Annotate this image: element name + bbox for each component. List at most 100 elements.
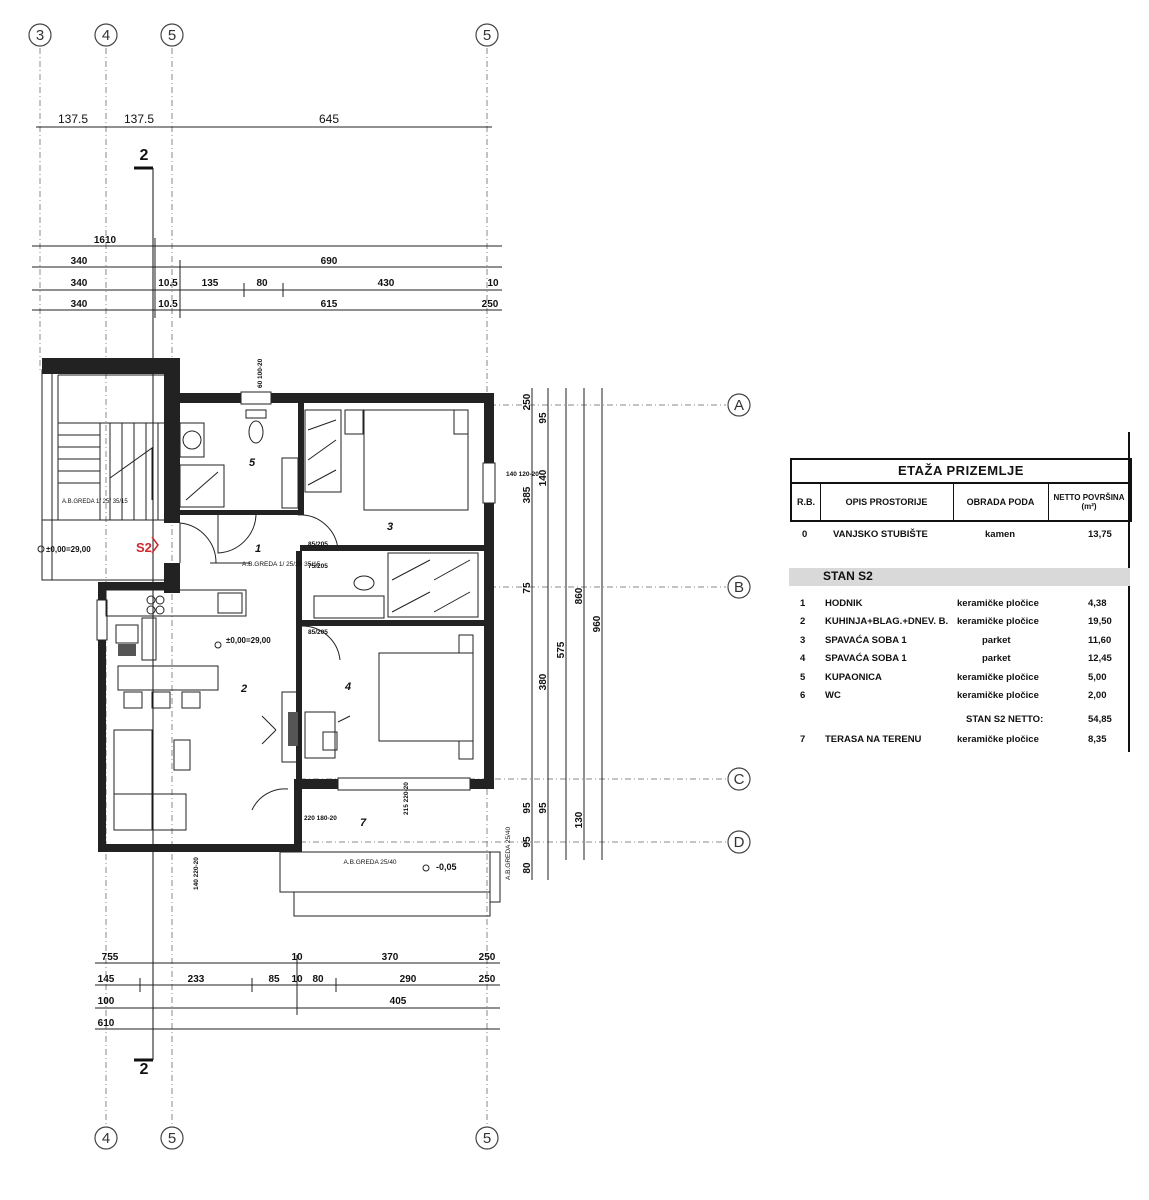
beam-hall-label: A.B.GREDA 1/ 25/20 35/15 (242, 561, 321, 568)
room-number-3: 3 (387, 521, 393, 533)
row-6-area: 2,00 (1088, 690, 1107, 701)
axis-right-b: B (734, 579, 744, 596)
dim-right-3: 385 (522, 486, 533, 503)
section-mark-bottom: 2 (140, 1061, 149, 1078)
dim-bot-r2-1: 233 (188, 974, 205, 985)
terrace: A.B.GREDA 25/40 -0,05 A.B.GREDA 25/40 (279, 827, 512, 917)
dim-bot-r2-0: 145 (98, 974, 115, 985)
room-number-7: 7 (360, 817, 367, 829)
beam-stair-label: A.B.GREDA 1/ 25/ 35/15 (62, 499, 128, 505)
netto-value: 54,85 (1088, 714, 1112, 725)
axis-top-4: 4 (102, 27, 110, 44)
header-rb: R.B. (792, 484, 821, 520)
dim-bot-r2-4: 80 (312, 974, 324, 985)
row-1-finish: keramičke pločice (957, 598, 1039, 609)
dim-top-r3-0: 340 (71, 278, 88, 289)
dim-top-r4-0: 340 (71, 299, 88, 310)
row-4-finish: parket (982, 653, 1011, 664)
row-7-area: 8,35 (1088, 734, 1107, 745)
axis-bottom-5b: 5 (483, 1130, 491, 1147)
axis-bottom-4: 4 (102, 1130, 110, 1147)
row-2-area: 19,50 (1088, 616, 1112, 627)
dim-bot-r3-0: 100 (98, 996, 115, 1007)
dim-right-12: 130 (574, 811, 585, 828)
row-4-area: 12,45 (1088, 653, 1112, 664)
exterior-staircase: A.B.GREDA 1/ 25/ 35/15 ±0,00=29,00 S2 (37, 358, 180, 581)
living-furniture (105, 589, 351, 831)
table-title: ETAŽA PRIZEMLJE (790, 458, 1132, 483)
row-5-area: 5,00 (1088, 672, 1107, 683)
level-terrace-label: -0,05 (436, 862, 457, 872)
dim-bot-r2-5: 290 (400, 974, 417, 985)
dim-right-13: 80 (522, 862, 533, 874)
row-7-name: TERASA NA TERENU (825, 734, 922, 745)
building-walls (96, 391, 496, 852)
section-band: STAN S2 (789, 568, 1130, 586)
row-6-name: WC (825, 690, 841, 701)
row-5-rb: 5 (800, 672, 806, 683)
room-numbers: 1 2 3 4 5 7 (240, 457, 393, 829)
dim-bot-r4-0: 610 (98, 1018, 115, 1029)
dim-right-9: 95 (522, 802, 533, 814)
window-label-a: 60 100-20 (257, 358, 264, 388)
table-right-rule (1128, 432, 1130, 752)
row-4-rb: 4 (800, 653, 806, 664)
bedroom-furniture (304, 409, 479, 760)
axis-top-5b: 5 (483, 27, 491, 44)
axis-top-3: 3 (36, 27, 44, 44)
axis-markers-bottom: 4 5 5 (94, 1126, 499, 1150)
row-2-name: KUHINJA+BLAG.+DNEV. B. (825, 616, 949, 627)
row-5-name: KUPAONICA (825, 672, 882, 683)
row-1-area: 4,38 (1088, 598, 1107, 609)
level-left-label: ±0,00=29,00 (46, 545, 91, 554)
dim-bot-r2-2: 85 (268, 974, 280, 985)
window-label-e: 220 180-20 (304, 815, 337, 822)
netto-label: STAN S2 NETTO: (966, 714, 1044, 725)
dim-top-r3-3: 80 (256, 278, 268, 289)
dim-bot-r2-6: 250 (479, 974, 496, 985)
room-schedule-table: ETAŽA PRIZEMLJE R.B. OPIS PROSTORIJE OBR… (789, 432, 1133, 752)
row-2-finish: keramičke pločice (957, 616, 1039, 627)
header-area: NETTO POVRŠINA (m²) (1053, 493, 1125, 511)
dim-top-r0-2: 645 (319, 112, 339, 126)
door-label-a: 85/205 (308, 541, 328, 548)
beam-terrace-right-label: A.B.GREDA 25/40 (505, 827, 512, 880)
room-number-1: 1 (255, 543, 261, 555)
dim-right-4: 75 (522, 582, 533, 594)
dim-bot-r3-1: 405 (390, 996, 407, 1007)
dim-right-1: 95 (538, 412, 549, 424)
dim-right-8: 960 (592, 615, 603, 632)
axis-right-a: A (734, 397, 744, 414)
dim-top-r0-0: 137.5 (58, 112, 88, 126)
s2-entrance-label: S2 (136, 540, 152, 555)
row-3-finish: parket (982, 635, 1011, 646)
dim-top-r3-4: 430 (378, 278, 395, 289)
dim-right-10: 95 (538, 802, 549, 814)
window-label-b: 140 120-20 (506, 471, 539, 478)
door-label-c: 85/205 (308, 629, 328, 636)
dim-bot-r1-3: 250 (479, 952, 496, 963)
room-number-5: 5 (249, 457, 256, 469)
axis-right-d: D (734, 834, 745, 851)
axis-bottom-5a: 5 (168, 1130, 176, 1147)
row-0-area: 13,75 (1088, 529, 1112, 540)
axis-top-5a: 5 (168, 27, 176, 44)
row-0-name: VANJSKO STUBIŠTE (833, 529, 928, 540)
header-name: OPIS PROSTORIJE (820, 484, 954, 520)
section-markers: 2 2 (134, 147, 154, 1078)
dimensions-top: 137.5 137.5 645 1610 340 690 340 10.5 13… (32, 112, 502, 318)
row-2-rb: 2 (800, 616, 806, 627)
axis-markers-right: A B C D (727, 393, 751, 854)
plan-annotations: A.B.GREDA 1/ 25/20 35/15 ±0,00=29,00 85/… (193, 358, 539, 890)
row-7-rb: 7 (800, 734, 806, 745)
dimensions-right: 250 95 140 385 75 575 380 860 960 95 95 … (522, 388, 603, 880)
room-number-2: 2 (240, 683, 247, 695)
dimensions-bottom: 755 10 370 250 145 233 85 10 80 290 250 … (95, 952, 500, 1030)
dim-right-5: 575 (556, 641, 567, 658)
dim-top-r4-2: 615 (321, 299, 338, 310)
section-label: STAN S2 (823, 569, 873, 583)
dim-right-2: 140 (538, 469, 549, 486)
dim-top-r1-0: 1610 (94, 235, 117, 246)
row-6-finish: keramičke pločice (957, 690, 1039, 701)
dim-top-r3-5: 10 (487, 278, 499, 289)
